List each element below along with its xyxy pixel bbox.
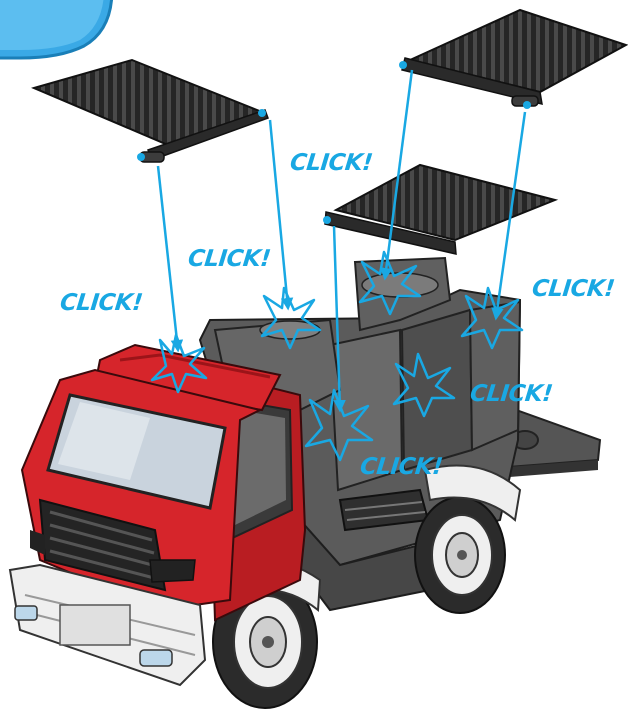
click-label-upper-left: CLICK! <box>187 248 272 271</box>
truck <box>10 258 600 708</box>
click-label-right: CLICK! <box>531 278 616 301</box>
click-label-left: CLICK! <box>59 292 144 315</box>
roof-panel-middle <box>323 165 555 254</box>
rear-wheel <box>415 466 520 614</box>
roof-panel-top-right <box>399 10 626 109</box>
click-label-bottom: CLICK! <box>359 456 444 479</box>
roof-panel-left <box>34 60 268 162</box>
click-label-lower-right: CLICK! <box>469 383 554 406</box>
step-number-badge <box>0 0 112 58</box>
assembly-arrow-icon <box>158 166 178 350</box>
click-label-top: CLICK! <box>289 152 374 175</box>
assembly-arrow-icon <box>270 120 288 308</box>
